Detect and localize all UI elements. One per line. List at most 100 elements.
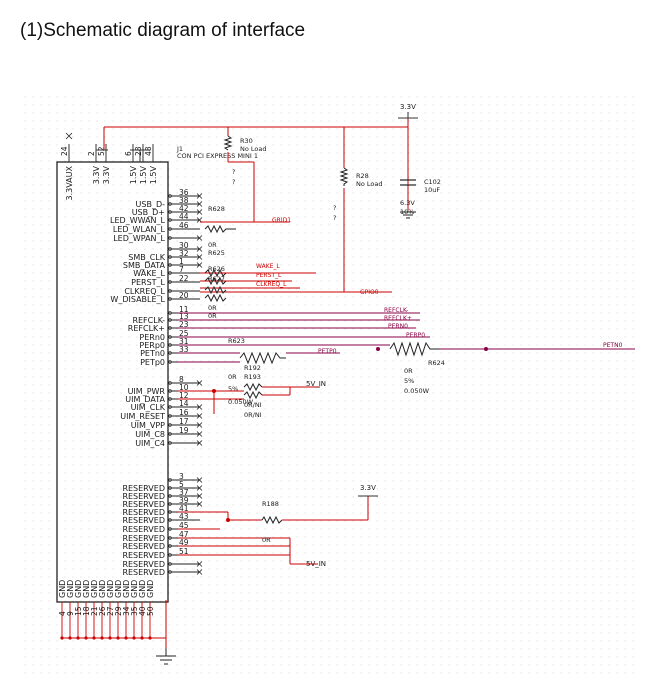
pin-label: USB_D- <box>136 200 166 209</box>
pin-label: SMB_DATA <box>123 261 166 270</box>
pin-marker <box>168 544 172 548</box>
pin-label: GND <box>130 580 139 598</box>
pin-marker <box>168 518 172 522</box>
no-connect-mark <box>196 431 203 437</box>
c102-value: 10uF <box>424 186 440 194</box>
pin-number: 18 <box>82 606 91 616</box>
net-perst: PERST_L <box>256 272 282 279</box>
pin-label: GND <box>138 580 147 598</box>
pin-label: UIM_PWR <box>128 387 166 396</box>
pin-marker <box>168 502 172 506</box>
net-petp0: PETP0 <box>318 348 337 355</box>
pin-marker <box>168 405 172 409</box>
pin-number: 46 <box>179 221 189 230</box>
r625-resistor <box>204 285 227 295</box>
no-connect-mark <box>196 193 203 199</box>
pin-number: 15 <box>74 606 83 616</box>
pin-marker <box>168 255 172 259</box>
pin-number: 23 <box>179 320 189 329</box>
r188-resistor <box>261 515 283 525</box>
r192-v2: 5% <box>228 385 238 393</box>
r30-resistor <box>223 135 233 151</box>
net-wake: WAKE_L <box>256 263 280 270</box>
pin-label: UIM_C8 <box>135 430 165 439</box>
pin-label: 3.3VAUX <box>65 165 74 200</box>
power-wiring-dark <box>68 112 418 162</box>
net-petn0: PETN0 <box>603 342 623 349</box>
no-connect-mark <box>196 477 203 483</box>
pin-number: 28 <box>134 146 143 156</box>
no-connect-mark <box>196 485 203 491</box>
pin-marker <box>168 432 172 436</box>
pin-number: 41 <box>179 504 189 513</box>
pin-number: 48 <box>144 146 153 156</box>
r193-v2: 0R/NI <box>244 411 262 419</box>
no-connect-mark <box>196 569 203 575</box>
pin-label: RESERVED <box>122 508 165 517</box>
r623-resistor <box>239 351 286 365</box>
pin-label: PERST_L <box>131 278 165 287</box>
c102-capacitor <box>400 179 416 186</box>
pin-marker <box>168 510 172 514</box>
pin-number: 49 <box>179 538 189 547</box>
pin-marker <box>168 280 172 284</box>
pin-label: RESERVED <box>122 542 165 551</box>
rail-5v-in-a: 5V_IN <box>306 380 326 388</box>
pin-label: RESERVED <box>122 534 165 543</box>
pin-label: W_DISABLE_L <box>110 295 165 304</box>
pin-label: CLKREQ_L <box>124 287 165 296</box>
pin-label: RESERVED <box>122 568 165 577</box>
pin-marker <box>168 414 172 418</box>
pin-number: 52 <box>97 146 106 156</box>
pin-label: 1.5V <box>129 165 138 184</box>
pin-number: 7 <box>179 265 184 274</box>
pin-number: 35 <box>130 606 139 616</box>
pin-label: LED_WLAN_L <box>113 225 166 234</box>
grid-background <box>20 90 638 678</box>
pin-label: RESERVED <box>122 492 165 501</box>
pin-marker <box>168 381 172 385</box>
pin-label: GND <box>122 580 131 598</box>
unknown-value-2: ? <box>232 178 235 186</box>
r625b-resistor <box>204 293 227 303</box>
pin-label: GND <box>114 580 123 598</box>
pin-number: 32 <box>179 249 189 258</box>
r624-power: 0.050W <box>404 387 430 395</box>
pin-label: GND <box>146 580 155 598</box>
connector-body <box>56 161 169 603</box>
pin-number: 21 <box>90 606 99 616</box>
pin-marker <box>168 423 172 427</box>
pin-marker <box>168 210 172 214</box>
pin-number: 40 <box>138 606 147 616</box>
pin-number: 44 <box>179 212 189 221</box>
r28-ref: R28 <box>356 172 369 180</box>
c102-rating: 6.3V <box>400 199 415 207</box>
pin-label: UIM_C4 <box>135 439 165 448</box>
junction-reserved <box>226 518 230 522</box>
pin-label: REFCLK- <box>132 316 165 325</box>
zero-ohm-b: 0R <box>208 312 217 320</box>
no-connect-mark <box>196 201 203 207</box>
pin-marker <box>168 318 172 322</box>
ground-symbol-main <box>156 648 176 665</box>
pin-label: RESERVED <box>122 484 165 493</box>
no-connect-mark <box>196 404 203 410</box>
pin-number: 20 <box>179 291 189 300</box>
pin-marker <box>168 570 172 574</box>
page-title: (1)Schematic diagram of interface <box>20 20 306 41</box>
r30-value: No Load <box>240 145 267 153</box>
pin-number: 25 <box>179 329 189 338</box>
pin-number: 16 <box>179 408 189 417</box>
net-pern0: PERN0 <box>388 323 408 330</box>
r627-ref: R627 <box>208 275 225 283</box>
pin-marker <box>168 311 172 315</box>
rail-5v-in-b: 5V_IN <box>306 560 326 568</box>
pin-label: USB_D+ <box>132 208 165 217</box>
no-connect-mark <box>196 501 203 507</box>
r626-zero: 0R <box>208 241 217 249</box>
pin-label: GND <box>58 580 67 598</box>
no-connect-mark <box>196 440 203 446</box>
pin-number: 30 <box>179 241 189 250</box>
pin-marker <box>168 478 172 482</box>
pin-number: 37 <box>179 488 189 497</box>
